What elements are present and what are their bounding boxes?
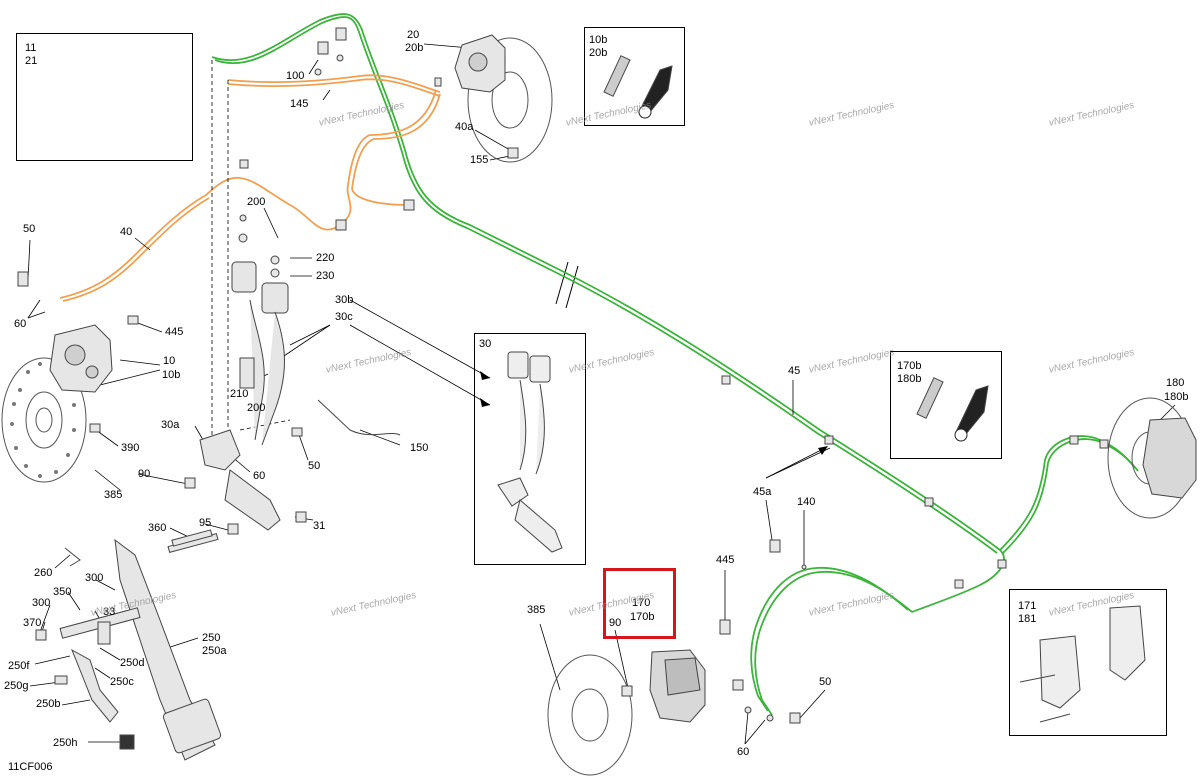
part-label: 200 (247, 402, 266, 414)
highlight-label-170b: 170b (630, 611, 655, 623)
inset-front-pads-label-2: 21 (25, 55, 38, 67)
part-label: 250g (4, 680, 29, 692)
brake-pedal (59, 533, 222, 761)
part-label: 150 (410, 442, 429, 454)
part-label: 385 (104, 489, 123, 501)
break-marks (555, 261, 579, 309)
part-label: 250c (110, 676, 134, 688)
inset-front-pads-label-1: 11 (25, 42, 37, 54)
part-label: 30c (335, 311, 353, 323)
inset-bleeder-rear (916, 377, 989, 442)
part-label: 140 (797, 496, 816, 508)
inset-rear-pads-box: 171 181 (1009, 589, 1167, 736)
part-label: 31 (313, 520, 326, 532)
part-label: 230 (316, 270, 335, 282)
brake-line-45 (211, 13, 1139, 716)
front-right-caliper (454, 34, 506, 93)
part-label: 45 (788, 365, 801, 377)
part-label: 10b (162, 369, 181, 381)
inset-bleeder-rear-box: 170b 180b (890, 351, 1002, 459)
part-label: 350 (53, 586, 72, 598)
brake-line-orange (59, 57, 497, 302)
part-label: 250b (36, 698, 61, 710)
highlight-label-170: 170 (632, 597, 651, 609)
front-left-caliper (49, 324, 113, 393)
part-label: 50 (23, 223, 36, 235)
inset-master-cylinder-box: 30 (474, 333, 586, 565)
part-label: 60 (253, 470, 266, 482)
inset-bleeder-rear-label-1: 170b (897, 360, 922, 372)
part-label: 10 (163, 355, 176, 367)
part-label: 60 (14, 318, 27, 330)
part-label: 250a (202, 645, 227, 657)
arrow-heads (480, 371, 828, 455)
part-label: 180b (1164, 391, 1189, 403)
diagram-code: 11CF006 (8, 761, 53, 773)
part-label: 220 (316, 252, 335, 264)
part-label: 145 (290, 98, 309, 110)
part-label: 445 (165, 326, 184, 338)
part-label: 90 (138, 468, 151, 480)
part-label: 250 (202, 632, 221, 644)
inset-master-cylinder-label: 30 (479, 338, 492, 350)
part-label: 250h (53, 737, 78, 749)
inset-bleeder-front (603, 55, 673, 119)
part-label: 300 (85, 572, 104, 584)
part-label: 390 (121, 442, 140, 454)
part-label: 60 (737, 746, 750, 758)
part-label: 20b (405, 42, 424, 54)
inset-front-pads-box: 11 21 (16, 33, 193, 161)
part-label: 250d (120, 657, 145, 669)
inset-rear-pads-label-2: 181 (1018, 613, 1037, 625)
front-right-disc (467, 37, 553, 163)
inset-rear-pads-label-1: 171 (1018, 600, 1037, 612)
part-label: 40 (120, 226, 133, 238)
part-label: 445 (716, 554, 735, 566)
part-label: 370 (23, 617, 42, 629)
rear-disc (547, 654, 633, 776)
inset-bleeder-rear-label-2: 180b (897, 373, 922, 385)
part-label: 155 (470, 154, 489, 166)
master-cylinder (199, 159, 289, 531)
inset-bleeder-front-label-1: 10b (589, 34, 608, 46)
part-label: 45a (753, 486, 772, 498)
part-label: 30b (335, 294, 354, 306)
part-label: 50 (308, 460, 321, 472)
part-label: 50 (819, 676, 832, 688)
highlight-box (603, 568, 676, 639)
front-brake-disc (1, 357, 87, 483)
part-label: 33 (103, 606, 116, 618)
part-label: 200 (247, 196, 266, 208)
rear-caliper (649, 649, 706, 723)
part-label: 180 (1166, 377, 1185, 389)
part-label: 260 (34, 567, 53, 579)
right-rear-caliper (1142, 417, 1197, 499)
part-label: 385 (527, 604, 546, 616)
inset-master-cylinder (497, 351, 563, 553)
leader-lines (27, 43, 1176, 745)
guide-lines (211, 60, 291, 450)
line-clips (335, 199, 1109, 589)
part-label: 250f (8, 660, 30, 672)
part-label: 100 (286, 70, 305, 82)
inset-rear-pads (1019, 605, 1146, 723)
highlight-label-90: 90 (609, 617, 622, 629)
inset-bleeder-front-box: 10b 20b (584, 27, 685, 126)
part-label: 95 (199, 517, 212, 529)
hardware-parts (17, 27, 807, 724)
part-label: 300 (32, 597, 51, 609)
part-label: 30a (161, 419, 180, 431)
part-label: 20 (407, 29, 420, 41)
part-label: 360 (148, 522, 167, 534)
part-label: 210 (230, 388, 249, 400)
inset-bleeder-front-label-2: 20b (589, 47, 608, 59)
part-label: 40a (455, 121, 474, 133)
